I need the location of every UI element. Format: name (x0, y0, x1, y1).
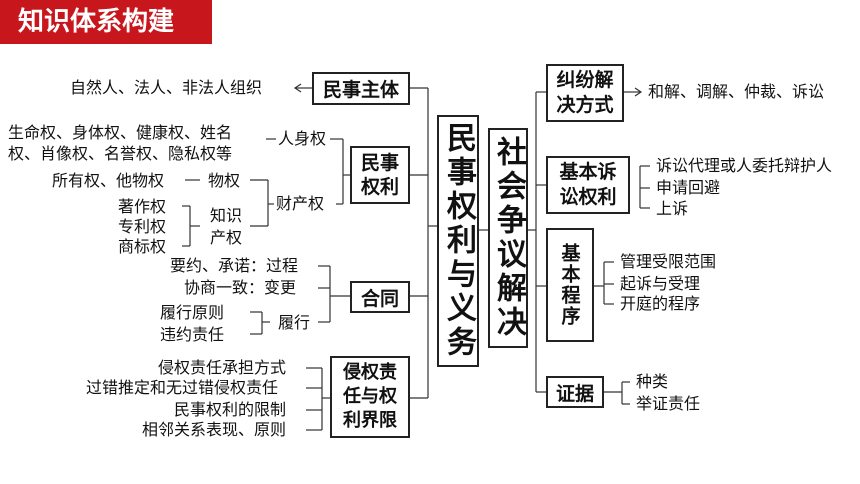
tort-line3: 利界限 (343, 410, 397, 431)
box-evidence: 证据 (546, 376, 604, 408)
ip-item-patent: 专利权 (118, 217, 167, 236)
real-rights-detail: 所有权、他物权 (52, 171, 165, 190)
box-basic-procedure: 基本程序 (546, 228, 594, 342)
tort-item-2: 过错推定和无过错侵权责任 (86, 378, 279, 397)
litigation-item-2: 申请回避 (656, 178, 721, 197)
real-rights-label: 物权 (208, 171, 241, 190)
breach-liability: 违约责任 (160, 325, 225, 344)
center-box-rights-duties: 民事权利与义务 (437, 115, 479, 367)
box-civil-subject: 民事主体 (312, 72, 410, 105)
personal-rights-label: 人身权 (278, 129, 327, 148)
performance-principle: 履行原则 (160, 303, 225, 322)
litigation-item-1: 诉讼代理或人委托辩护人 (656, 156, 833, 175)
box-contract: 合同 (350, 281, 410, 313)
dispute-methods-detail: 和解、调解、仲裁、诉讼 (648, 82, 825, 101)
ip-label-line2: 产权 (210, 228, 243, 247)
litigation-item-3: 上诉 (656, 199, 689, 218)
page-title: 知识体系构建 (0, 0, 212, 44)
personal-rights-detail-1: 生命权、身体权、健康权、姓名 (8, 123, 233, 142)
box-dispute-methods: 纠纷解 决方式 (546, 64, 624, 122)
property-rights-label: 财产权 (276, 194, 325, 213)
civil-rights-line1: 民事 (360, 152, 399, 174)
contract-item-consensus: 协商一致：变更 (184, 278, 297, 297)
litigation-rights-line2: 讼权利 (559, 186, 617, 208)
dispute-methods-line2: 决方式 (556, 94, 614, 116)
evidence-item-types: 种类 (636, 372, 669, 391)
tort-line2: 任与权 (343, 386, 397, 407)
ip-item-copyright: 著作权 (118, 197, 167, 216)
box-civil-rights: 民事 权利 (350, 146, 410, 204)
performance-label: 履行 (278, 313, 311, 332)
center-box-dispute-resolution: 社会争议解决 (488, 128, 528, 348)
procedure-item-3: 开庭的程序 (620, 294, 701, 313)
litigation-rights-line1: 基本诉 (559, 161, 617, 183)
civil-rights-line2: 权利 (360, 176, 399, 198)
procedure-item-2: 起诉与受理 (620, 274, 701, 293)
ip-item-trademark: 商标权 (118, 237, 167, 256)
tort-item-4: 相邻关系表现、原则 (142, 420, 287, 439)
tort-item-1: 侵权责任承担方式 (158, 358, 287, 377)
personal-rights-detail-2: 权、肖像权、名誉权、隐私权等 (8, 144, 233, 163)
tort-item-3: 民事权利的限制 (174, 400, 287, 419)
dispute-methods-line1: 纠纷解 (556, 69, 614, 91)
contract-item-offer: 要约、承诺：过程 (170, 256, 299, 275)
tort-line1: 侵权责 (343, 362, 397, 383)
box-tort-liability: 侵权责 任与权 利界限 (330, 356, 410, 438)
procedure-item-1: 管理受限范围 (620, 252, 717, 271)
civil-subject-detail: 自然人、法人、非法人组织 (70, 78, 263, 97)
evidence-item-burden: 举证责任 (636, 394, 701, 413)
box-litigation-rights: 基本诉 讼权利 (546, 156, 630, 214)
ip-label-line1: 知识 (210, 206, 243, 225)
